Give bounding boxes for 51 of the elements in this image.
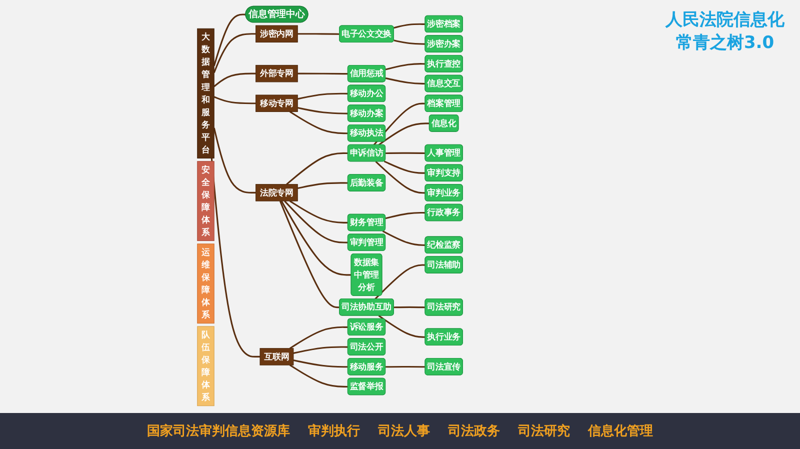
connector — [284, 200, 348, 244]
node-box: 涉密内网 — [256, 25, 298, 42]
connector — [386, 366, 426, 368]
connector — [385, 63, 426, 70]
node-box: 移动专网 — [256, 94, 298, 112]
footer-label: 国家司法审判信息资源库 — [147, 422, 290, 440]
node-box: 队伍保障体系 — [197, 326, 214, 406]
connector — [293, 346, 348, 354]
node-box: 运维保障体系 — [197, 244, 214, 324]
connector — [297, 107, 348, 114]
connector — [384, 160, 426, 174]
connector — [214, 72, 256, 88]
connector — [298, 72, 348, 75]
connector — [394, 40, 426, 45]
connector — [297, 182, 348, 190]
connector — [210, 158, 260, 358]
connector — [286, 152, 348, 185]
connector — [279, 200, 340, 308]
connector — [394, 306, 426, 308]
footer-label: 司法政务 — [448, 423, 500, 440]
connector — [289, 326, 348, 350]
node-box: 互联网 — [260, 348, 294, 366]
footer-label: 司法研究 — [518, 422, 570, 440]
connector — [289, 111, 348, 134]
connector — [297, 92, 348, 100]
node-box: 法院专网 — [256, 184, 298, 202]
connector — [214, 96, 256, 104]
diagram-title: 人民法院信息化常青之树3.0 — [664, 9, 786, 54]
connector — [289, 364, 348, 388]
connector — [293, 359, 348, 368]
connector — [394, 23, 426, 29]
connector — [385, 77, 426, 85]
connector — [213, 33, 256, 73]
connector — [298, 33, 340, 35]
connector — [213, 128, 256, 194]
connector — [280, 200, 352, 276]
footer-label: 司法人事 — [378, 423, 430, 440]
connector — [386, 152, 426, 154]
node-box: 安全保障体系 — [197, 161, 214, 241]
footer-label: 信息化管理 — [588, 423, 653, 440]
connector — [382, 230, 426, 246]
node-box: 大数据管理和服务平台 — [197, 28, 214, 158]
node-box: 外部专网 — [256, 64, 298, 82]
footer-label: 审判执行 — [308, 422, 360, 440]
connector — [289, 200, 348, 224]
connector — [378, 122, 430, 146]
connector — [374, 264, 426, 300]
connector — [375, 161, 426, 194]
connector — [213, 14, 246, 66]
connector — [378, 315, 426, 338]
connector — [385, 212, 426, 220]
